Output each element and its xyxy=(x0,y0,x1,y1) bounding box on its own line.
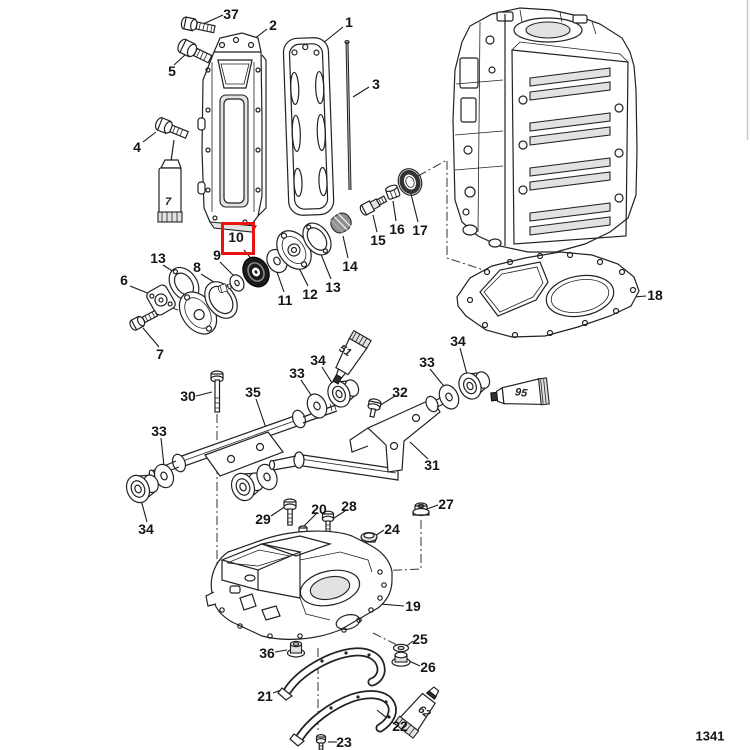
callout-4[interactable]: 4 xyxy=(133,139,141,155)
callout-35[interactable]: 35 xyxy=(245,384,261,400)
callout-27[interactable]: 27 xyxy=(438,496,454,512)
callout-22[interactable]: 22 xyxy=(392,718,408,734)
bolt-32-drawing xyxy=(367,398,382,418)
hose-21-drawing xyxy=(277,647,386,701)
callout-7-bolt[interactable]: 7 xyxy=(156,346,164,362)
callout-34-upper-mid[interactable]: 34 xyxy=(310,352,326,368)
callout-19[interactable]: 19 xyxy=(405,598,421,614)
callout-7-on-tube[interactable]: 7 xyxy=(164,196,172,208)
callout-26[interactable]: 26 xyxy=(420,659,436,675)
callout-15[interactable]: 15 xyxy=(370,232,386,248)
bolt-37-drawing xyxy=(180,16,216,34)
callout-21[interactable]: 21 xyxy=(257,688,273,704)
gasket-13-right-drawing xyxy=(302,222,332,256)
sealant-tube-62-drawing xyxy=(393,686,440,739)
nut-26-drawing xyxy=(391,651,411,667)
callout-11[interactable]: 11 xyxy=(277,292,293,308)
callout-2[interactable]: 2 xyxy=(269,17,277,33)
callout-30[interactable]: 30 xyxy=(180,388,196,404)
callout-34-left[interactable]: 34 xyxy=(138,521,154,537)
washer-33-upper-mid-drawing xyxy=(306,393,328,419)
callout-33-left[interactable]: 33 xyxy=(151,423,167,439)
nut-27-drawing xyxy=(412,502,430,517)
callout-1[interactable]: 1 xyxy=(345,14,353,30)
washer-center-drawing xyxy=(256,463,278,491)
callout-5[interactable]: 5 xyxy=(168,63,176,79)
poppet-12-drawing xyxy=(276,230,312,270)
plate-2-drawing xyxy=(197,32,267,233)
diaphragm-10-drawing xyxy=(242,256,270,288)
cylinder-block-drawing xyxy=(452,7,638,253)
callout-8[interactable]: 8 xyxy=(193,259,201,275)
callout-29[interactable]: 29 xyxy=(255,511,271,527)
callout-6[interactable]: 6 xyxy=(120,272,128,288)
loctite-tube-51-drawing xyxy=(332,329,372,385)
callout-32[interactable]: 32 xyxy=(392,384,408,400)
nut-36-drawing xyxy=(286,640,306,658)
bolt-23-drawing xyxy=(315,733,327,750)
bracket-31-drawing xyxy=(268,390,458,481)
callout-13-right[interactable]: 13 xyxy=(325,279,341,295)
callout-20[interactable]: 20 xyxy=(311,501,327,517)
rod-3-drawing xyxy=(344,39,352,191)
washer-25-drawing xyxy=(392,643,410,653)
callout-10-highlighted[interactable]: 10 xyxy=(228,229,244,245)
drawing-number: 1341 xyxy=(695,728,725,744)
callout-12[interactable]: 12 xyxy=(302,286,318,302)
mount-34-left-drawing xyxy=(125,474,159,504)
mount-34-upper-mid-drawing xyxy=(327,379,360,408)
spring-14-drawing xyxy=(329,212,352,234)
hose-22-drawing xyxy=(289,690,397,747)
highlight-box-part-10[interactable] xyxy=(221,222,255,255)
callout-33-upper-mid[interactable]: 33 xyxy=(289,365,305,381)
washer-33-left-drawing xyxy=(153,463,175,489)
callout-13-left[interactable]: 13 xyxy=(150,250,166,266)
nut-16-drawing xyxy=(384,184,401,200)
callout-17[interactable]: 17 xyxy=(412,222,428,238)
callout-9[interactable]: 9 xyxy=(213,247,221,263)
cover-6-drawing xyxy=(146,284,176,316)
callout-18[interactable]: 18 xyxy=(647,287,663,303)
plug-24-drawing xyxy=(360,531,378,543)
washer-33-right-drawing xyxy=(438,384,460,410)
adapter-plate-19-drawing xyxy=(205,530,393,640)
bolt-30-drawing xyxy=(210,370,224,413)
callout-37[interactable]: 37 xyxy=(223,6,239,22)
callout-95-on-tube[interactable]: 95 xyxy=(514,386,528,400)
oval-gasket-drawing xyxy=(204,281,238,319)
callout-23[interactable]: 23 xyxy=(336,734,352,750)
grease-tube-95-drawing xyxy=(490,377,550,406)
bolt-7-drawing xyxy=(129,309,159,331)
mount-34-right-drawing xyxy=(458,371,491,400)
bolt-28-drawing xyxy=(321,510,335,536)
callout-14[interactable]: 14 xyxy=(342,258,358,274)
bolt-29-drawing xyxy=(283,498,297,526)
sealant-tube-7-drawing xyxy=(157,139,183,223)
callout-24[interactable]: 24 xyxy=(384,521,400,537)
washer-9-drawing xyxy=(229,274,245,292)
callout-34-right[interactable]: 34 xyxy=(450,333,466,349)
callout-25[interactable]: 25 xyxy=(412,631,428,647)
fitting-15-drawing xyxy=(359,195,388,216)
callout-31[interactable]: 31 xyxy=(424,457,440,473)
seal-ring-17-drawing xyxy=(397,168,423,196)
callout-16[interactable]: 16 xyxy=(389,221,405,237)
bolt-4-drawing xyxy=(154,117,189,139)
gasket-1-drawing xyxy=(282,37,335,216)
bolt-5-drawing xyxy=(177,38,213,64)
callout-33-right[interactable]: 33 xyxy=(419,354,435,370)
callout-28[interactable]: 28 xyxy=(341,498,357,514)
callout-3[interactable]: 3 xyxy=(372,76,380,92)
callout-36[interactable]: 36 xyxy=(259,645,275,661)
gasket-18-drawing xyxy=(456,251,640,339)
